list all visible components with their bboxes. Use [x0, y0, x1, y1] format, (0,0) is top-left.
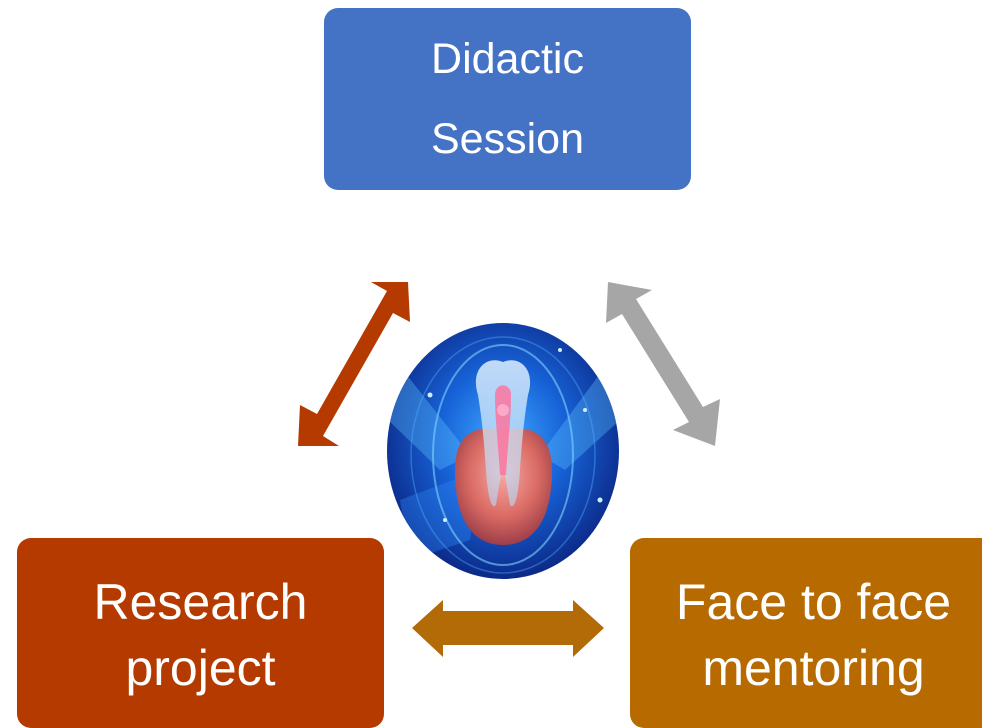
node-research-project: Research project [17, 538, 384, 728]
arrow-didactic-mentoring [606, 282, 720, 446]
node-face-to-face-mentoring: Face to face mentoring [630, 538, 982, 728]
tooth-icon [387, 323, 619, 579]
node-face-to-face-mentoring-line1: Face to face [675, 574, 952, 630]
node-didactic-session-line1: Didactic [431, 35, 584, 83]
node-research-project-line1: Research [93, 574, 308, 630]
arrow-research-didactic [298, 282, 410, 446]
node-didactic-session: Didactic Session [324, 8, 691, 190]
arrow-research-mentoring [412, 600, 604, 657]
node-research-project-line2: project [125, 640, 276, 696]
node-didactic-session-line2: Session [431, 115, 584, 163]
node-face-to-face-mentoring-line2: mentoring [702, 640, 925, 696]
